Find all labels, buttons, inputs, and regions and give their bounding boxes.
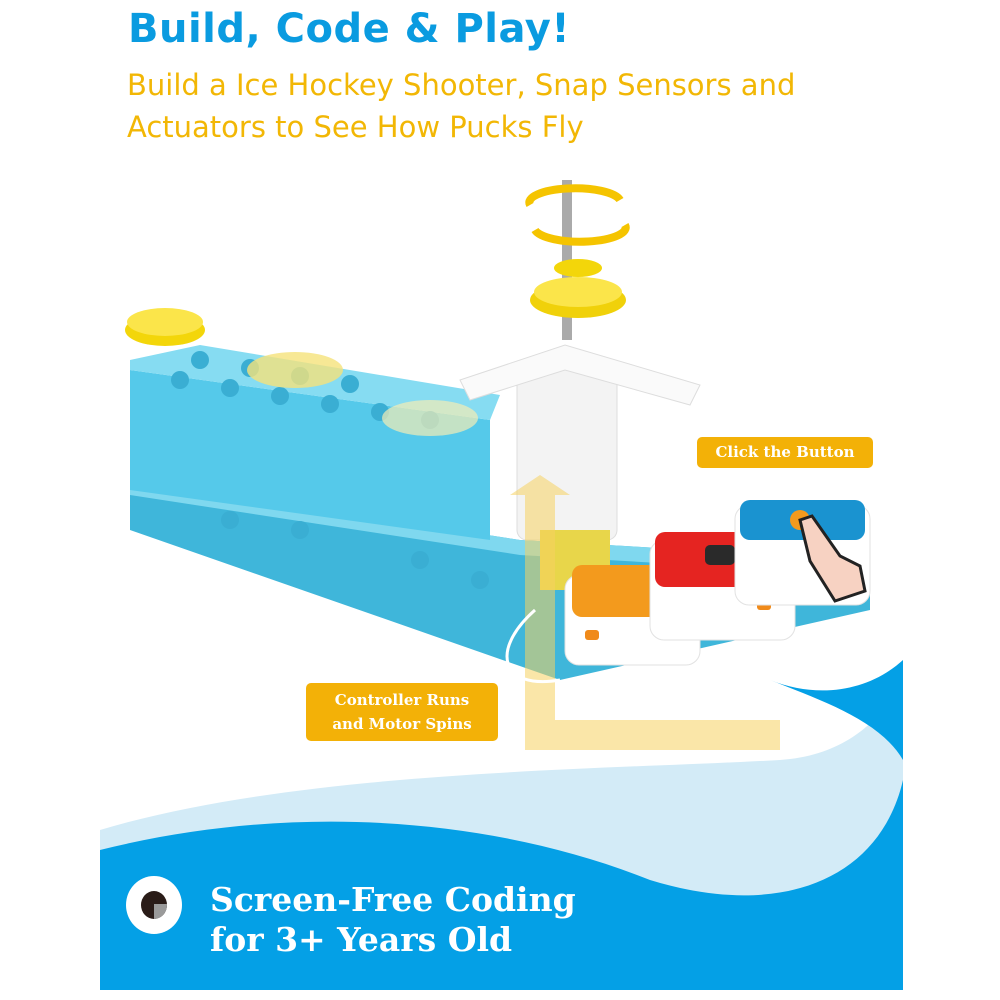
flow-arrow bbox=[510, 475, 780, 750]
blue-wave bbox=[100, 780, 903, 990]
click-button-callout: Click the Button bbox=[697, 437, 873, 468]
subtitle: Build a Ice Hockey Shooter, Snap Sensors… bbox=[127, 64, 927, 148]
callout-line: Controller Runs bbox=[334, 691, 470, 709]
screen-free-text: Screen-Free Coding for 3+ Years Old bbox=[210, 880, 576, 960]
pupil bbox=[141, 891, 167, 919]
callout-line: and Motor Spins bbox=[332, 715, 472, 733]
footer-line: Screen-Free Coding bbox=[210, 880, 576, 919]
eye-icon bbox=[126, 876, 182, 934]
puck-discs bbox=[125, 308, 478, 436]
modules bbox=[505, 500, 871, 683]
subtitle-line: Actuators to See How Pucks Fly bbox=[127, 110, 584, 144]
page-title: Build, Code & Play! bbox=[128, 6, 571, 52]
motor-tower bbox=[459, 180, 701, 590]
controller-runs-callout: Controller Runs and Motor Spins bbox=[306, 683, 498, 741]
footer-line: for 3+ Years Old bbox=[210, 920, 513, 959]
subtitle-line: Build a Ice Hockey Shooter, Snap Sensors… bbox=[127, 68, 796, 102]
